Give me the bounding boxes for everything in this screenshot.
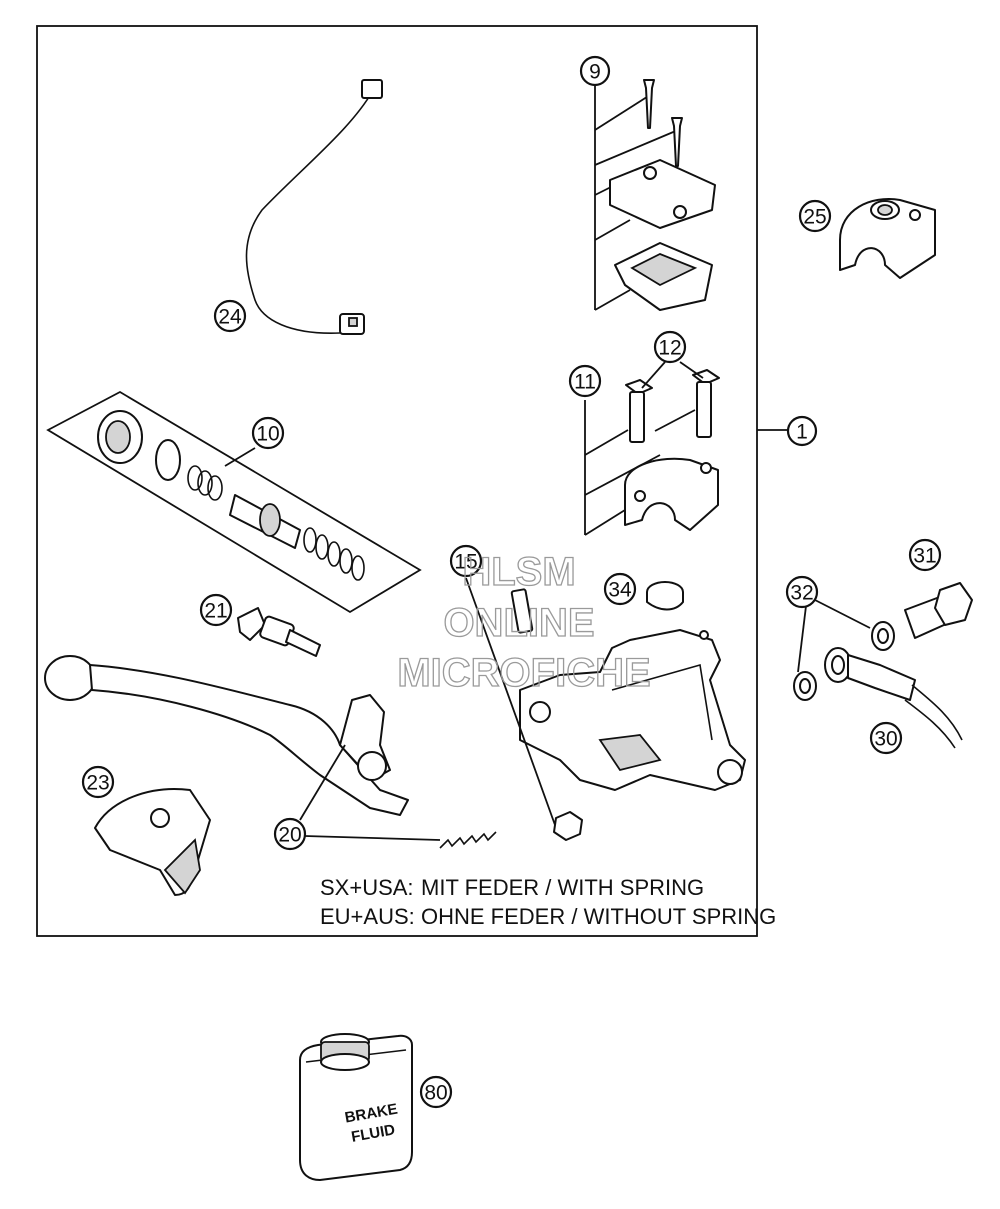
leader-12b (679, 361, 704, 379)
callout-31[interactable]: 31 (908, 538, 942, 572)
leader-32b (797, 605, 807, 673)
part-25-clamp[interactable] (839, 198, 936, 279)
callout-21-label: 21 (204, 600, 227, 623)
callout-24-label: 24 (218, 306, 242, 329)
part-30-brake-hose[interactable] (824, 647, 963, 749)
part-24-switch-cable[interactable] (245, 79, 383, 335)
watermark-line2: ONLINE (443, 601, 594, 645)
callout-23[interactable]: 23 (81, 765, 115, 799)
callout-15[interactable]: 15 (449, 544, 483, 578)
callout-30[interactable]: 30 (869, 721, 903, 755)
callout-1[interactable]: 1 (786, 415, 818, 447)
callout-1-label: 1 (796, 421, 808, 444)
part-10-piston-kit[interactable] (46, 390, 422, 614)
callout-21[interactable]: 21 (199, 593, 233, 627)
callout-80-label: 80 (424, 1082, 447, 1105)
part-15-pivot-bolt[interactable] (465, 577, 583, 841)
part-20-spring[interactable] (439, 831, 497, 849)
part-31-banjo-bolt[interactable] (904, 582, 973, 639)
note-line1-text: MIT FEDER / WITH SPRING (421, 875, 704, 900)
part-11-clamp-set[interactable] (584, 369, 720, 536)
watermark-line1: HLSM (462, 550, 575, 594)
callout-34-label: 34 (608, 579, 632, 602)
callout-25[interactable]: 25 (798, 199, 832, 233)
part-32-washers[interactable] (793, 621, 895, 701)
callout-34[interactable]: 34 (603, 572, 637, 606)
callout-32[interactable]: 32 (785, 575, 819, 609)
callout-10[interactable]: 10 (251, 416, 285, 450)
callout-32-label: 32 (790, 582, 813, 605)
callout-25-label: 25 (803, 206, 826, 229)
callout-24[interactable]: 24 (213, 299, 247, 333)
part-20-lever[interactable] (44, 655, 409, 816)
spring-note: SX+USA: MIT FEDER / WITH SPRING EU+AUS: … (320, 875, 776, 929)
leader-32a (814, 599, 871, 629)
part-21-adjuster[interactable] (237, 607, 321, 657)
callout-11-label: 11 (574, 371, 596, 394)
callout-31-label: 31 (913, 545, 936, 568)
assembly-frame (36, 25, 758, 937)
callout-20-label: 20 (278, 824, 301, 847)
note-line2-text: OHNE FEDER / WITHOUT SPRING (421, 904, 776, 929)
watermark-line3: MICROFICHE (397, 651, 650, 695)
callout-80[interactable]: 80 (419, 1075, 453, 1109)
callout-11[interactable]: 11 (568, 364, 602, 398)
callout-9-label: 9 (589, 61, 601, 84)
part-23-protector[interactable] (94, 788, 211, 896)
part-34-plug[interactable] (646, 581, 684, 611)
callout-20[interactable]: 20 (273, 817, 307, 851)
callout-23-label: 23 (86, 772, 109, 795)
leader-10 (224, 447, 256, 467)
callout-30-label: 30 (874, 728, 897, 751)
callout-9[interactable]: 9 (579, 55, 611, 87)
part-9-reservoir-cover[interactable] (594, 79, 716, 311)
part-80-brake-fluid[interactable]: BRAKE FLUID (299, 1033, 413, 1181)
callout-12-label: 12 (658, 337, 681, 360)
leader-20-lever (299, 744, 346, 821)
watermark: HLSM ONLINE MICROFICHE (397, 549, 652, 695)
note-line1-key: SX+USA: (320, 875, 414, 900)
leader-12a (641, 361, 666, 389)
callout-10-label: 10 (256, 423, 279, 446)
callout-12[interactable]: 12 (653, 330, 687, 364)
note-line2-key: EU+AUS: (320, 904, 415, 929)
callout-15-label: 15 (454, 551, 477, 574)
leader-20-spring (304, 835, 441, 841)
part-1-master-cylinder[interactable] (519, 629, 746, 791)
